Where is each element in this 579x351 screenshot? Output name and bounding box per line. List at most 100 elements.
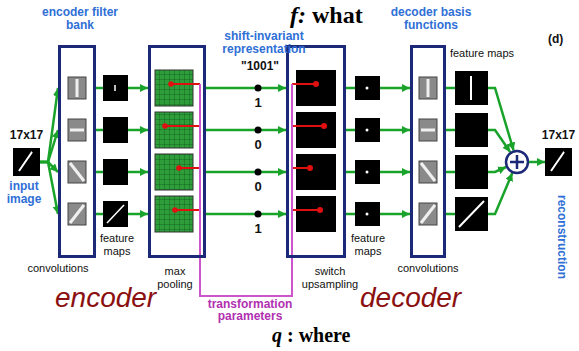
image-node: 17x17: [545, 148, 572, 176]
title-text: q : where: [272, 324, 351, 346]
filter-stroke: [421, 163, 435, 181]
stage-label: feature maps: [449, 47, 515, 60]
filter-stroke: [427, 79, 430, 97]
image-patch: [545, 148, 572, 176]
code-dot: [255, 211, 262, 218]
connector-line: [206, 129, 286, 132]
feature-map: [455, 113, 488, 147]
pooling-grid: [155, 196, 193, 232]
filter-icon: [68, 77, 86, 99]
stage-label: feature maps: [96, 232, 138, 258]
switch-dot: [317, 207, 323, 213]
node-label: switch upsampling: [299, 265, 361, 291]
code-dot: [255, 127, 262, 134]
feature-stroke: [459, 201, 484, 227]
connector-line: [529, 161, 545, 164]
layer-frame: max pooling: [148, 45, 206, 258]
layer-frame: encoder filter bank: [58, 45, 96, 258]
filter-icon: [68, 119, 86, 141]
connector-line: [206, 87, 286, 90]
feature-map: [103, 117, 128, 143]
transformation-wire: [200, 84, 292, 296]
filter-stroke: [76, 79, 79, 97]
code-label: "1001": [230, 60, 290, 73]
filter-icon: [419, 161, 437, 183]
filter-stroke: [70, 129, 84, 132]
layer-frame: switch upsampling: [286, 45, 346, 258]
feature-stroke: [470, 76, 472, 100]
pooling-grid: [155, 70, 193, 106]
pooling-grid: [155, 112, 193, 148]
switch-dot: [307, 165, 313, 171]
switch-wire: [292, 209, 320, 211]
node-label: decoder basis functions: [386, 6, 476, 32]
switch-wire: [292, 125, 324, 127]
connector-line: [206, 171, 286, 174]
feature-map: [103, 159, 128, 185]
filter-icon: [419, 203, 437, 225]
layer-frame: decoder basis functions: [410, 45, 446, 258]
switch-dot: [321, 123, 327, 129]
filter-icon: [68, 161, 86, 183]
filter-icon: [419, 77, 437, 99]
max-dot: [172, 207, 178, 213]
feature-map: [455, 197, 488, 231]
feature-map: [355, 202, 380, 226]
switch-wire: [292, 83, 316, 85]
filter-icon: [419, 119, 437, 141]
feature-map: [455, 155, 488, 189]
connector: [96, 88, 148, 214]
max-dot: [162, 123, 168, 129]
node-label: max pooling: [152, 265, 198, 291]
code-dot: [255, 169, 262, 176]
feature-stroke: [114, 85, 116, 91]
switch-wire: [179, 167, 200, 169]
section-title: encoder: [55, 283, 156, 314]
code-bit: 1: [251, 222, 265, 235]
switch-wire: [165, 125, 200, 127]
feature-dot: [366, 129, 369, 132]
connector: [446, 88, 545, 214]
filter-stroke: [70, 205, 84, 223]
stage-label: convolutions: [396, 262, 460, 275]
image-node: 17x17input image: [13, 148, 40, 176]
filter-stroke: [421, 129, 435, 132]
switch-dot: [313, 81, 319, 87]
code-bit: 0: [251, 138, 265, 151]
connector: [206, 88, 286, 214]
section-title: decoder: [360, 283, 461, 314]
connector-line: [40, 88, 58, 162]
max-dot: [168, 81, 174, 87]
connector: [346, 88, 410, 214]
filter-stroke: [421, 205, 435, 223]
switch-wire: [175, 209, 200, 211]
upsampled-map: [296, 154, 336, 190]
feature-map: [355, 118, 380, 142]
sum-sign: [510, 155, 524, 169]
stage-label: convolutions: [22, 262, 94, 275]
sum-node: [506, 151, 528, 173]
switch-wire: [171, 83, 200, 85]
section-label: shift-invariant representation: [198, 30, 330, 56]
feature-map: [355, 160, 380, 184]
feature-dot: [366, 213, 369, 216]
connector-line: [206, 213, 286, 216]
code-dot: [255, 85, 262, 92]
stage-label: feature maps: [347, 232, 389, 258]
code-bit: 0: [251, 180, 265, 193]
section-label: reconstruction: [555, 192, 568, 282]
image-patch: [13, 148, 40, 176]
node-label: encoder filter bank: [39, 6, 121, 32]
feature-dot: [366, 171, 369, 174]
filter-icon: [68, 203, 86, 225]
feature-map: [103, 201, 128, 227]
image-stroke: [19, 152, 32, 171]
max-dot: [176, 165, 182, 171]
upsampled-map: [296, 112, 336, 148]
title-text: f: what: [290, 2, 363, 28]
node-label: 17x17: [538, 129, 579, 142]
feature-map: [103, 75, 128, 101]
node-label: 17x17: [6, 129, 47, 142]
connector: [40, 88, 58, 214]
filter-stroke: [70, 163, 84, 181]
